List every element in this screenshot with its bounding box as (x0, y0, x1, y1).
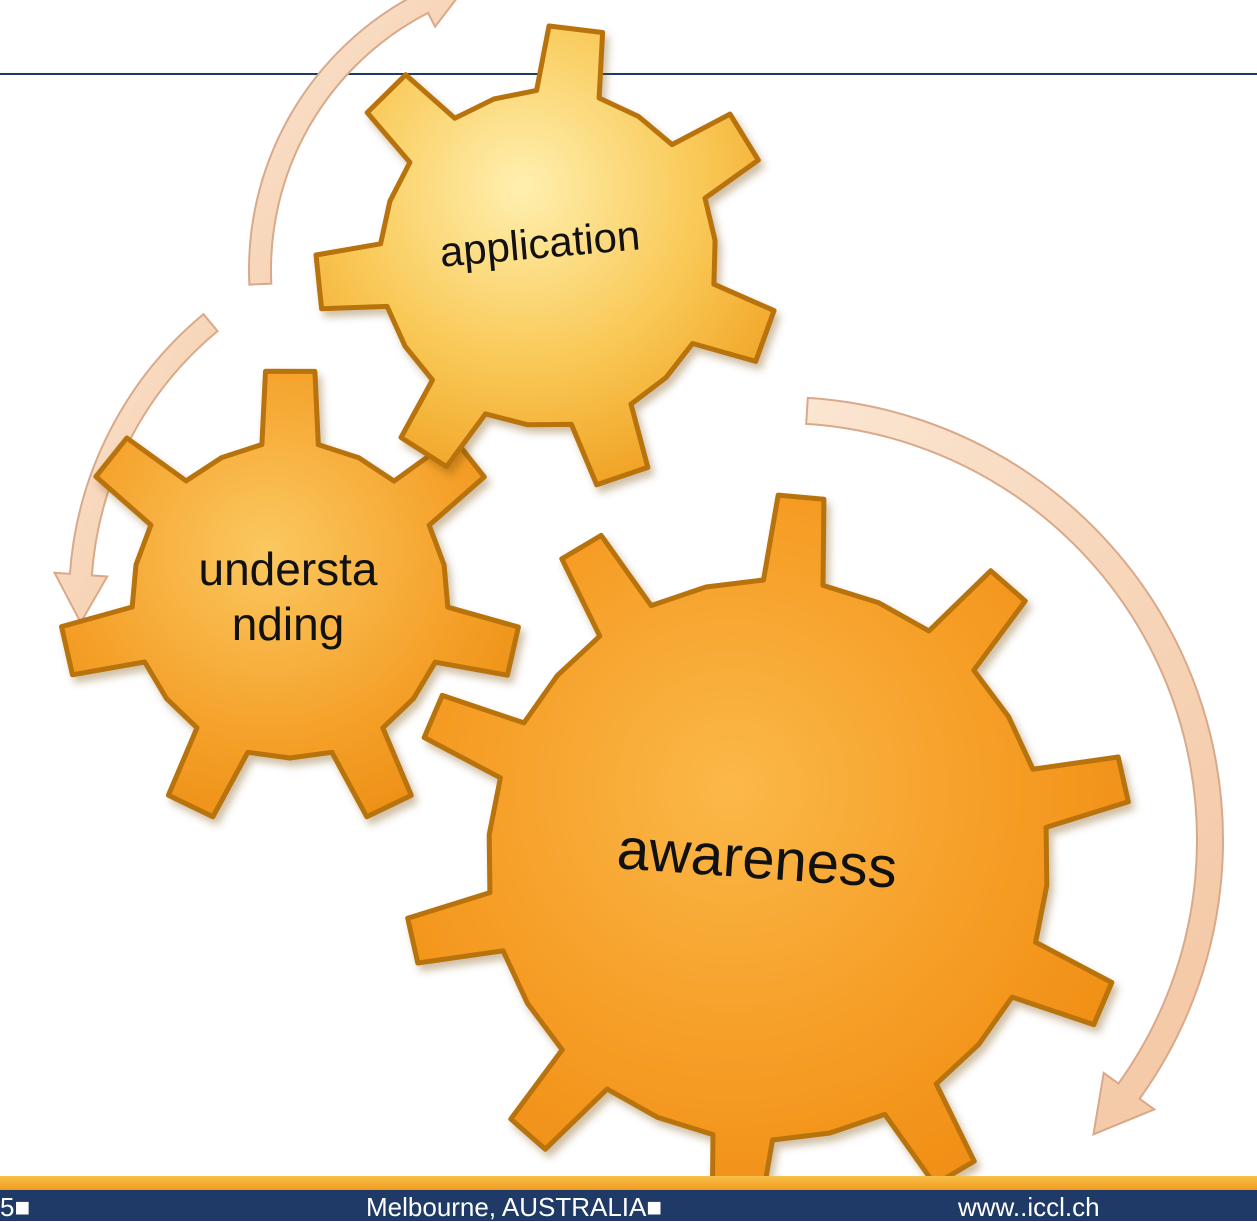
arrow-application-to-understanding (52, 312, 219, 625)
understanding-gear: understa nding (59, 368, 521, 820)
header-rule (0, 73, 1257, 75)
arrow-awareness-cycle (805, 396, 1224, 1136)
awareness-gear: awareness (405, 492, 1131, 1221)
footer-bar (0, 1190, 1257, 1221)
understanding-label-line-1: understa (198, 543, 377, 595)
arrow-understanding-to-application (248, 0, 457, 286)
footer-website: www..iccl.ch (958, 1192, 1100, 1222)
footer-accent-line (0, 1176, 1257, 1190)
understanding-label-line-2: nding (232, 598, 345, 650)
application-gear: application (313, 23, 777, 488)
footer-location: Melbourne, AUSTRALIA■ (366, 1192, 663, 1222)
footer-page-number: 5■ (0, 1192, 31, 1222)
